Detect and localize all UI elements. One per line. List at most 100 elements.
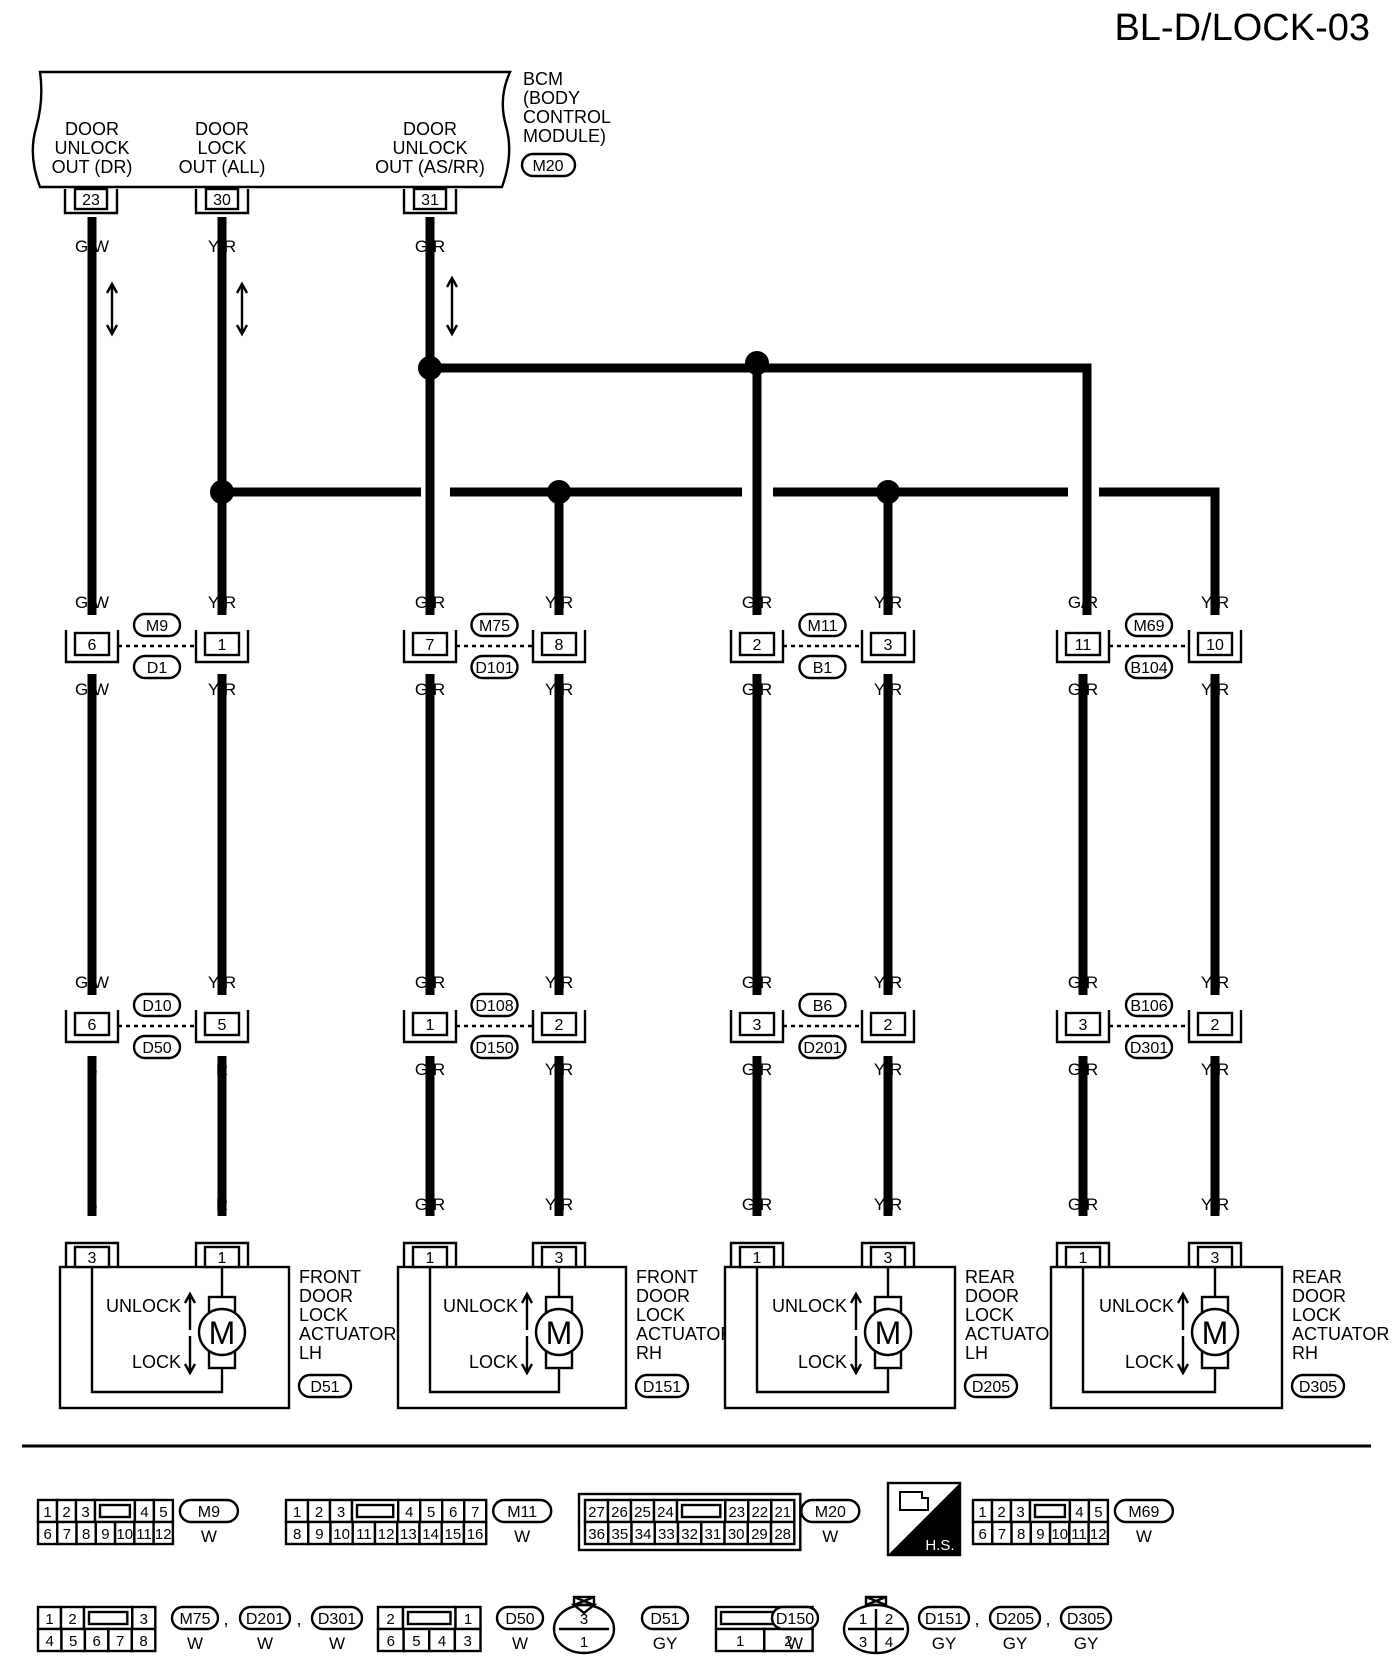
- pin-number: 33: [658, 1526, 675, 1543]
- pin-number: 10: [1051, 1526, 1068, 1543]
- legend-connector-id-label: D51: [650, 1611, 679, 1628]
- connector-id: B1: [798, 654, 847, 680]
- connector-id-label: M75: [479, 618, 510, 635]
- bcm-pin-31: 31: [402, 187, 458, 215]
- connector-id-label: M9: [146, 618, 168, 635]
- connector-id: B6: [798, 992, 847, 1018]
- lock-label: LOCK: [1125, 1352, 1174, 1372]
- wire-color: G/W: [75, 680, 109, 699]
- bcm-t2-line2: LOCK: [197, 138, 246, 158]
- pin-number: 1: [293, 1504, 301, 1521]
- pin-number: 2: [997, 1504, 1005, 1521]
- pin-number: 8: [1017, 1526, 1025, 1543]
- separator-comma: ,: [1045, 1609, 1050, 1629]
- wire-color: Y/R: [874, 1060, 902, 1079]
- wire-color: G/R: [415, 1195, 445, 1214]
- junction-pin: 5: [218, 1017, 227, 1034]
- wire-color: B: [86, 1060, 97, 1079]
- bcm-t3-line3: OUT (AS/RR): [375, 157, 485, 177]
- pin-number: 4: [140, 1504, 148, 1521]
- actuator-label-line: ACTUATOR: [636, 1324, 733, 1344]
- legend-connector-id-label: D205: [996, 1611, 1034, 1628]
- pin-number: 14: [422, 1526, 439, 1543]
- arrow-up-icon: [520, 1291, 534, 1330]
- legend-connector-id: D201: [238, 1605, 292, 1631]
- connector-id-label: D201: [803, 1040, 841, 1057]
- pin-number: 2: [315, 1504, 323, 1521]
- actuator-label-line: DOOR: [636, 1286, 690, 1306]
- legend-color: W: [329, 1634, 345, 1653]
- junction-pin: 11: [1075, 637, 1092, 654]
- wire-color: Y/R: [545, 1060, 573, 1079]
- pin-number: 29: [751, 1526, 768, 1543]
- wire-color: G/W: [75, 593, 109, 612]
- actuator-label-line: REAR: [965, 1267, 1015, 1287]
- bcm-t2-line1: DOOR: [195, 119, 249, 139]
- connector-id: D10: [132, 992, 182, 1018]
- actuator-label-line: ACTUATOR: [299, 1324, 396, 1344]
- legend-connector-id-label: M75: [179, 1611, 210, 1628]
- pin-number: 7: [471, 1504, 479, 1521]
- actuator-label-line: FRONT: [636, 1267, 698, 1287]
- actuator-label-line: LH: [299, 1343, 322, 1363]
- pin-number: 9: [1036, 1526, 1044, 1543]
- wire-color: G/R: [1068, 593, 1098, 612]
- unlock-label: UNLOCK: [772, 1296, 847, 1316]
- actuator-connector-id-label: D305: [1299, 1379, 1337, 1396]
- legend-connector-id-label: D301: [318, 1611, 356, 1628]
- wire-color: R: [216, 1195, 228, 1214]
- actuator-label-line: REAR: [1292, 1267, 1342, 1287]
- actuator-connector-id: D205: [963, 1373, 1019, 1399]
- connector-id: D50: [132, 1034, 182, 1060]
- pin-number: 6: [449, 1504, 457, 1521]
- wire-color: Y/R: [874, 973, 902, 992]
- pin-number: 32: [681, 1526, 698, 1543]
- actuator-connector-id: D305: [1290, 1373, 1346, 1399]
- unlock-label: UNLOCK: [106, 1296, 181, 1316]
- connector-id-label: B6: [813, 998, 833, 1015]
- junction-pin: 8: [555, 637, 564, 654]
- wire-color: Y/R: [545, 973, 573, 992]
- legend-connector-id: M75: [170, 1605, 220, 1631]
- connector-id-label: D301: [1130, 1040, 1168, 1057]
- pin-number: 12: [155, 1526, 172, 1543]
- pin-number: 3: [81, 1504, 89, 1521]
- harness-side-icon: H.S.: [886, 1481, 962, 1557]
- junction-pin: 6: [88, 1017, 97, 1034]
- pin-number: 1: [43, 1504, 51, 1521]
- pin-number: 31: [705, 1526, 722, 1543]
- actuator-label-line: DOOR: [1292, 1286, 1346, 1306]
- pin-number: 2: [62, 1504, 70, 1521]
- connector-id-label: D10: [142, 998, 171, 1015]
- actuator-connector-id: D151: [634, 1373, 690, 1399]
- bcm-t2-line3: OUT (ALL): [179, 157, 266, 177]
- bcm-t1-line1: DOOR: [65, 119, 119, 139]
- unlock-label: UNLOCK: [1099, 1296, 1174, 1316]
- pin-number: 3: [337, 1504, 345, 1521]
- page-id: BL-D/LOCK-03: [1114, 7, 1370, 49]
- wire-color: G/R: [742, 593, 772, 612]
- pin-number: 4: [885, 1634, 893, 1651]
- pin-number: 6: [978, 1526, 986, 1543]
- pin-number: 36: [588, 1526, 605, 1543]
- actuator-connector-id-label: D205: [972, 1379, 1010, 1396]
- pin-number: 3: [859, 1634, 867, 1651]
- connector-id-label: B106: [1130, 998, 1167, 1015]
- junction-pin: 1: [426, 1017, 435, 1034]
- junction-pin: 6: [88, 637, 97, 654]
- actuator-label-line: ACTUATOR: [1292, 1324, 1389, 1344]
- legend-connector-id: D51: [640, 1605, 690, 1631]
- legend-connector-id: D150: [770, 1605, 820, 1631]
